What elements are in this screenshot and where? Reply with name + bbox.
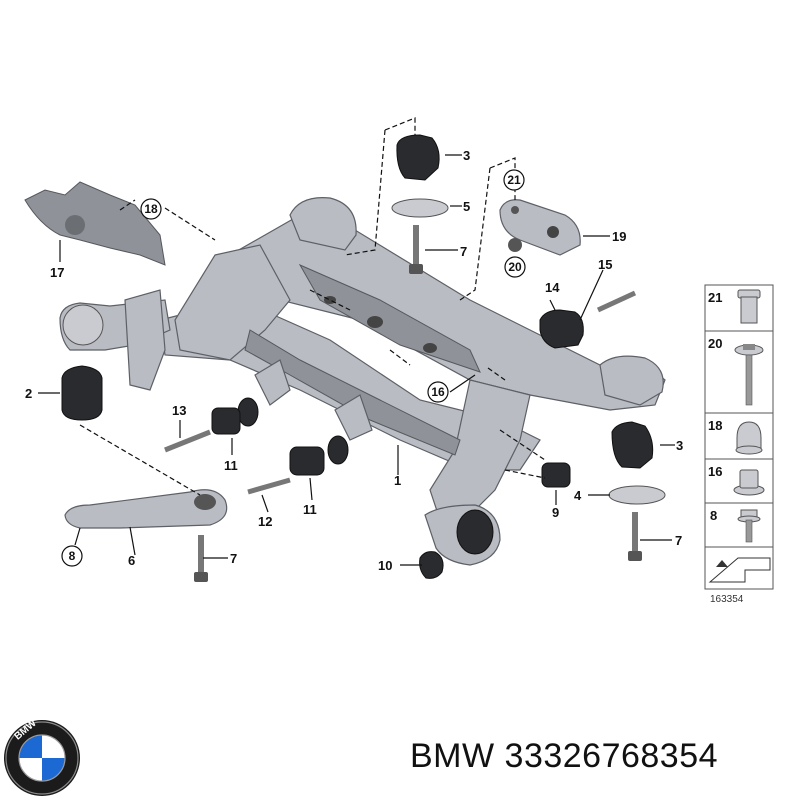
callout-1: 1 [394, 473, 401, 488]
bolt-15 [596, 290, 637, 313]
callout-6: 6 [128, 553, 135, 568]
callout-11-left: 11 [224, 458, 238, 473]
svg-text:21: 21 [507, 173, 521, 187]
callout-5: 5 [463, 199, 470, 214]
callout-12: 12 [258, 514, 272, 529]
callout-18-circled: 18 [140, 198, 162, 220]
bmw-logo: BMW [4, 718, 80, 796]
callout-21-circled: 21 [503, 169, 525, 191]
legend-label-20: 20 [708, 336, 722, 351]
drawing-number: 163354 [710, 594, 744, 605]
callout-20-circled: 20 [504, 256, 526, 278]
svg-text:8: 8 [69, 549, 76, 563]
legend-label-18: 18 [708, 418, 722, 433]
part-caption: BMW 33326768354 [410, 737, 719, 775]
svg-text:20: 20 [508, 260, 522, 274]
callout-14: 14 [545, 280, 560, 295]
callout-3-right: 3 [676, 438, 683, 453]
legend-label-8: 8 [710, 508, 717, 523]
svg-text:18: 18 [144, 202, 158, 216]
callout-17: 17 [50, 265, 64, 280]
callout-9: 9 [552, 505, 559, 520]
callout-4: 4 [574, 488, 582, 503]
svg-text:16: 16 [431, 385, 445, 399]
callout-13: 13 [172, 403, 186, 418]
callout-3-top: 3 [463, 148, 470, 163]
callout-19: 19 [612, 229, 626, 244]
callout-7-top: 7 [460, 244, 467, 259]
left-bushing-assembly [59, 289, 171, 421]
trailing-link [64, 489, 228, 529]
bolt-13 [164, 429, 211, 453]
callout-16-circled: 16 [427, 381, 449, 403]
callout-10: 10 [378, 558, 392, 573]
right-mount-assembly [608, 421, 666, 561]
bolt-7 [198, 535, 204, 575]
callout-15: 15 [598, 257, 612, 272]
bracket-19 [499, 199, 581, 256]
bolt-12 [247, 477, 291, 495]
callout-2: 2 [25, 386, 32, 401]
callout-7-right: 7 [675, 533, 682, 548]
fastener-legend: 21 20 18 16 8 163354 [704, 284, 774, 605]
leader-lines [38, 117, 675, 566]
callout-8-circled: 8 [61, 545, 83, 567]
rear-subframe [159, 197, 666, 521]
legend-label-21: 21 [708, 290, 722, 305]
bushing-parts [211, 309, 584, 579]
heat-shield [24, 181, 166, 266]
callout-7-left: 7 [230, 551, 237, 566]
callout-11-right: 11 [303, 502, 317, 517]
legend-label-16: 16 [708, 464, 722, 479]
top-mount-assembly [391, 134, 449, 274]
